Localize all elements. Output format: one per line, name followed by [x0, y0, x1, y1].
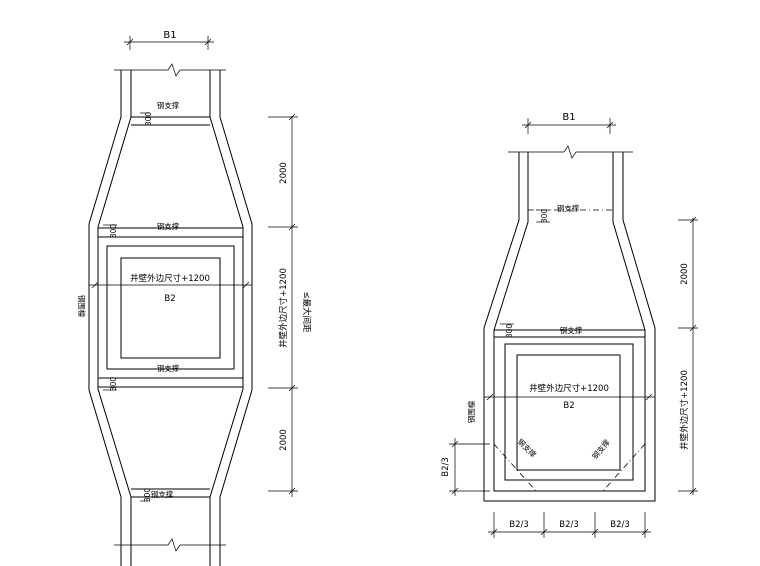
right-bottom-dim-chain: B2/3 B2/3 B2/3	[488, 512, 651, 538]
right-upper-brace-label: 钢支撑	[557, 203, 580, 213]
right-box-offset: 300	[505, 324, 514, 339]
right-side-label: 钢围檩	[466, 400, 476, 423]
left-lower-offset: 300	[143, 488, 152, 503]
left-top-break-line	[114, 63, 226, 77]
left-lower-taper-dim: 2000	[279, 429, 289, 451]
left-right-dim-note: ≤最大间距	[301, 291, 312, 333]
right-box-brace-label: 钢支撑	[560, 325, 583, 335]
left-side-label: 钢围檩	[77, 295, 87, 318]
left-lower-brace-label: 钢支撑	[151, 489, 174, 499]
left-upper-offset: 300	[144, 112, 153, 127]
right-pit-outline	[483, 152, 656, 502]
left-inner-dim-label: 井壁外边尺寸+1200	[130, 273, 210, 284]
right-right-dim-chain: 2000 井壁外边尺寸+1200	[678, 216, 698, 495]
left-mid-bottom-brace-label: 钢支撑	[157, 363, 180, 373]
left-dim-b1: B1	[124, 30, 214, 50]
right-corner-dim: B2/3	[441, 438, 490, 496]
right-dim-b1: B1	[522, 112, 616, 134]
right-top-break-line	[508, 145, 633, 159]
right-brace-labels: 钢支撑 300 钢支撑 300 钢围檩	[466, 203, 583, 423]
right-corner-brace-right: 钢支撑	[590, 437, 612, 461]
right-bottom-dim-1: B2/3	[509, 520, 529, 530]
left-mid-bottom-offset: 300	[109, 377, 118, 392]
left-upper-taper-dim: 2000	[279, 162, 289, 184]
left-right-dim-chain: 2000 井壁外边尺寸+1200 ≤最大间距 2000	[268, 113, 312, 497]
right-inner-frame: 井壁外边尺寸+1200 B2	[484, 343, 655, 481]
left-bottom-break-line	[114, 538, 226, 552]
right-right-dim-main: 井壁外边尺寸+1200	[679, 370, 690, 450]
right-bottom-dim-3: B2/3	[610, 520, 630, 530]
right-upper-offset: 300	[540, 209, 549, 224]
right-drawing: B1 井壁外边尺寸+1200 B2 钢支撑	[441, 112, 698, 538]
right-corner-brace-left: 钢支撑	[516, 436, 539, 459]
right-bottom-dim-2: B2/3	[559, 520, 579, 530]
left-mid-top-offset: 300	[109, 224, 118, 239]
left-b1-label: B1	[163, 30, 176, 41]
left-b2-label: B2	[164, 294, 175, 304]
right-corner-dim-label: B2/3	[441, 457, 451, 477]
left-drawing: B1 井壁外边尺寸+1200	[77, 30, 312, 566]
right-b1-label: B1	[562, 112, 575, 123]
right-inner-dim-label: 井壁外边尺寸+1200	[529, 383, 609, 394]
right-taper-dim: 2000	[680, 263, 690, 285]
left-upper-brace-label: 钢支撑	[157, 100, 180, 110]
right-b2-label: B2	[563, 401, 574, 411]
left-inner-frame: 井壁外边尺寸+1200 B2	[89, 245, 252, 370]
left-brace-labels: 钢支撑 300 钢支撑 300 钢支撑 300 钢支撑 300 钢围檩	[77, 100, 180, 502]
left-mid-top-brace-label: 钢支撑	[157, 221, 180, 231]
left-right-dim-main: 井壁外边尺寸+1200	[278, 268, 289, 348]
